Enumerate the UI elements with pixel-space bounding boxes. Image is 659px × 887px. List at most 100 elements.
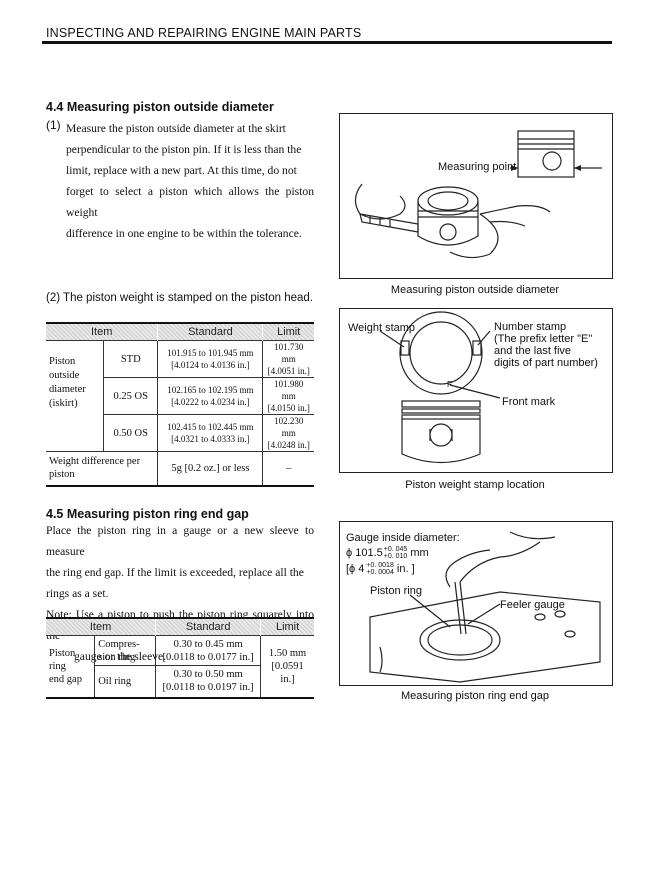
standard-in: [4.0222 to 4.0234 in.] bbox=[171, 397, 250, 407]
group-label-line: end gap bbox=[49, 673, 82, 685]
standard-cell: 0.30 to 0.45 mm[0.0118 to 0.0177 in.] bbox=[155, 635, 261, 666]
limit-mm: 102.230 mm bbox=[274, 416, 304, 438]
col-header-limit: Limit bbox=[262, 323, 314, 341]
limit-mm: 101.980 mm bbox=[274, 379, 304, 401]
piston-diameter-table: Item Standard Limit Piston outside diame… bbox=[46, 322, 314, 487]
weight-standard-cell: 5g [0.2 oz.] or less bbox=[157, 451, 263, 486]
figure-ring-end-gap: Gauge inside diameter: ϕ 101.5+0. 045+0.… bbox=[339, 521, 613, 686]
figure-measuring-diameter: Measuring point bbox=[339, 113, 613, 279]
gauge-mm-base: ϕ 101.5 bbox=[346, 546, 383, 559]
standard-mm: 101.915 to 101.945 mm bbox=[167, 348, 254, 358]
ring-type-cell: Compres- sion ring bbox=[94, 635, 156, 666]
section-4-5-title: 4.5 Measuring piston ring end gap bbox=[46, 507, 249, 521]
item-1-line: limit, replace with a new part. At this … bbox=[66, 164, 297, 177]
item-1-line: forget to select a piston which allows t… bbox=[66, 185, 314, 219]
standard-cell: 101.915 to 101.945 mm [4.0124 to 4.0136 i… bbox=[157, 340, 263, 378]
table-row: Weight difference per piston 5g [0.2 oz.… bbox=[46, 451, 314, 486]
table-row: 0.50 OS 102.415 to 102.445 mm [4.0321 to … bbox=[46, 414, 314, 452]
item-1-number: (1) bbox=[46, 118, 61, 132]
section-4-5-line: Place the piston ring in a gauge or a ne… bbox=[46, 524, 314, 558]
item-1-line: Measure the piston outside diameter at t… bbox=[66, 122, 286, 135]
ring-type-cell: Oil ring bbox=[94, 665, 156, 698]
table-row: Oil ring 0.30 to 0.50 mm[0.0118 to 0.019… bbox=[46, 665, 314, 698]
table-row: Piston ring end gap Compres- sion ring 0… bbox=[46, 635, 314, 699]
group-label-line: diameter bbox=[49, 384, 86, 395]
limit-cell: 101.730 mm[4.0051 in.] bbox=[262, 340, 314, 378]
section-4-4-item-2: (2) The piston weight is stamped on the … bbox=[46, 292, 314, 304]
ring-type-line: sion ring bbox=[98, 651, 136, 663]
gauge-in-base: [ϕ 4 bbox=[346, 562, 365, 575]
standard-in: [4.0124 to 4.0136 in.] bbox=[171, 360, 250, 370]
label-number-stamp: Number stamp (The prefix letter "E" and … bbox=[494, 321, 598, 369]
limit-cell: 102.230 mm [4.0248 in.] bbox=[262, 414, 314, 452]
group-label-line: outside bbox=[49, 370, 80, 381]
weight-limit-cell: – bbox=[262, 451, 314, 486]
standard-cell: 0.30 to 0.50 mm[0.0118 to 0.0197 in.] bbox=[155, 665, 261, 698]
item-1-line: difference in one engine to be within th… bbox=[66, 227, 302, 240]
figure-2-caption: Piston weight stamp location bbox=[405, 479, 545, 491]
col-header-item: Item bbox=[46, 323, 158, 341]
gauge-mm-lower-tolerance: +0. 010 bbox=[383, 553, 408, 560]
label-gauge-inside-diameter: Gauge inside diameter: bbox=[346, 532, 460, 544]
section-4-4-title: 4.4 Measuring piston outside diameter bbox=[46, 100, 274, 114]
limit-cell: 1.50 mm[0.0591 in.] bbox=[260, 635, 314, 699]
standard-in: [4.0321 to 4.0333 in.] bbox=[171, 434, 250, 444]
group-label-line: ring bbox=[49, 660, 66, 672]
standard-mm: 0.30 to 0.50 mm bbox=[173, 669, 243, 681]
section-4-5-line: the ring end gap. If the limit is exceed… bbox=[46, 566, 304, 579]
standard-cell: 102.415 to 102.445 mm [4.0321 to 4.0333 i… bbox=[157, 414, 263, 452]
gauge-in-upper-tolerance: +0. 0018 bbox=[366, 562, 394, 569]
limit-mm: 1.50 mm bbox=[268, 647, 307, 659]
group-label-line: (iskirt) bbox=[49, 398, 78, 409]
label-measuring-point: Measuring point bbox=[438, 161, 517, 173]
limit-in: [4.0150 in.] bbox=[267, 403, 310, 413]
standard-cell: 102.165 to 102.195 mm [4.0222 to 4.0234 i… bbox=[157, 377, 263, 415]
limit-in: [4.0248 in.] bbox=[267, 440, 310, 450]
group-label-ring-gap: Piston ring end gap bbox=[46, 635, 95, 699]
group-label-piston-diameter: Piston outside diameter (iskirt) bbox=[46, 341, 104, 452]
ring-gap-table: Item Standard Limit Piston ring end gap … bbox=[46, 617, 314, 699]
feeler-gauge-illustration bbox=[369, 531, 601, 683]
figure-weight-stamp: Weight stamp Number stamp (The prefix le… bbox=[339, 308, 613, 473]
gauge-mm-unit: mm bbox=[407, 546, 429, 559]
group-label-line: Piston bbox=[49, 356, 76, 367]
gauge-diameter-mm: ϕ 101.5+0. 045+0. 010 mm bbox=[346, 546, 429, 560]
table-row: 0.25 OS 102.165 to 102.195 mm [4.0222 to … bbox=[46, 377, 314, 415]
standard-mm: 0.30 to 0.45 mm bbox=[173, 638, 243, 650]
piston-stamp-illustration bbox=[379, 311, 501, 464]
col-header-standard: Standard bbox=[155, 618, 261, 636]
number-stamp-line: (The prefix letter "E" bbox=[494, 333, 593, 345]
label-weight-stamp: Weight stamp bbox=[348, 322, 416, 334]
col-header-limit: Limit bbox=[260, 618, 314, 636]
number-stamp-line: Number stamp bbox=[494, 321, 567, 333]
item-1-line: perpendicular to the piston pin. If it i… bbox=[66, 143, 302, 156]
page-header-title: INSPECTING AND REPAIRING ENGINE MAIN PAR… bbox=[46, 26, 362, 40]
section-4-5-line: rings as a set. bbox=[46, 587, 109, 600]
micrometer-illustration bbox=[354, 130, 602, 259]
label-piston-ring: Piston ring bbox=[370, 585, 422, 597]
label-feeler-gauge: Feeler gauge bbox=[500, 599, 565, 611]
limit-in: [0.0591 in.] bbox=[271, 660, 304, 685]
section-4-4-item-1: (1) Measure the piston outside diameter … bbox=[46, 118, 314, 244]
header-rule bbox=[42, 41, 612, 44]
standard-mm: 102.415 to 102.445 mm bbox=[167, 422, 254, 432]
limit-in: [4.0051 in.] bbox=[267, 366, 310, 376]
weight-label-line: piston bbox=[49, 469, 75, 481]
figure-1-caption: Measuring piston outside diameter bbox=[390, 284, 560, 296]
table-row: Piston outside diameter (iskirt) STD 101… bbox=[46, 340, 314, 409]
weight-difference-label: Weight difference per piston bbox=[46, 451, 158, 486]
standard-in: [0.0118 to 0.0177 in.] bbox=[162, 651, 254, 663]
figure-3-caption: Measuring piston ring end gap bbox=[401, 690, 549, 702]
gauge-in-lower-tolerance: +0. 0004 bbox=[366, 569, 394, 576]
limit-cell: 101.980 mm [4.0150 in.] bbox=[262, 377, 314, 415]
size-cell: 0.50 OS bbox=[103, 414, 158, 452]
col-header-standard: Standard bbox=[157, 323, 263, 341]
ring-type-line: Compres- bbox=[98, 638, 140, 650]
standard-in: [0.0118 to 0.0197 in.] bbox=[162, 682, 254, 694]
size-cell: 0.25 OS bbox=[103, 377, 158, 415]
front-mark-letter: F bbox=[447, 380, 452, 389]
col-header-item: Item bbox=[46, 618, 156, 636]
gauge-mm-upper-tolerance: +0. 045 bbox=[383, 546, 408, 553]
item-1-text: Measure the piston outside diameter at t… bbox=[66, 118, 314, 244]
standard-mm: 102.165 to 102.195 mm bbox=[167, 385, 254, 395]
